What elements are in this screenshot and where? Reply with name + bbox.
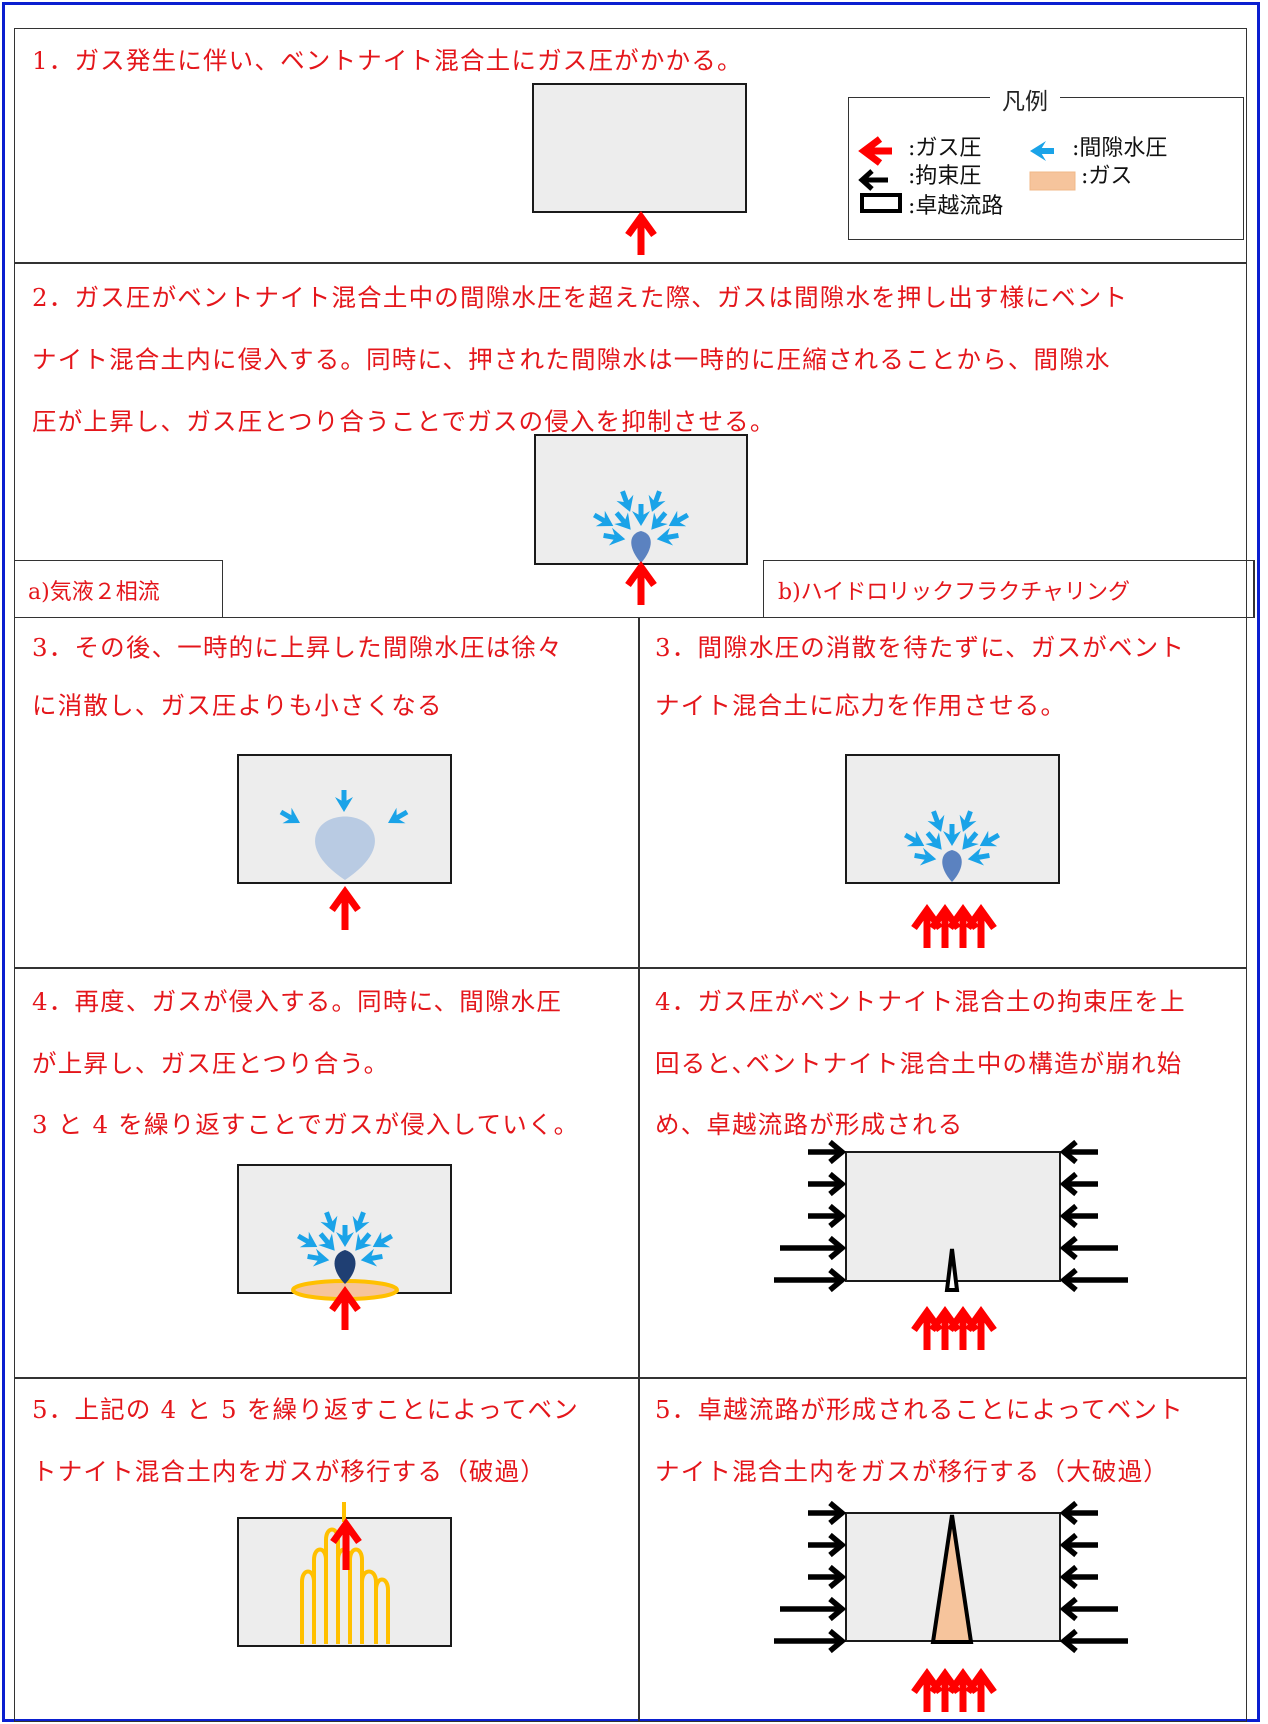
label-a: a)気液２相流 (28, 580, 160, 605)
step5-right-gas-arrows-icon (914, 1674, 994, 1712)
step1-cell (14, 28, 1247, 264)
step4-right-confining-arrows-left-icon (774, 1142, 842, 1290)
legend-pore-pressure-label: :間隙水圧 (1072, 136, 1168, 161)
step4-right-line-1: 4．ガス圧がベントナイト混合土の拘束圧を上 (655, 987, 1186, 1016)
step4-left-bubble-icon (334, 1250, 356, 1284)
step4-left-line-2: が上昇し、ガス圧とつり合う。 (32, 1049, 390, 1078)
step4-left-line-3: 3 と 4 を繰り返すことでガスが侵入していく。 (32, 1110, 580, 1139)
step5-left-gas-arrow-icon (330, 1518, 362, 1570)
step3-right-cell (638, 617, 1247, 969)
step2-line-3: 圧が上昇し、ガス圧とつり合うことでガスの侵入を抑制させる。 (32, 407, 776, 436)
step4-right-line-2: 回ると､ベントナイト混合土中の構造が崩れ始 (655, 1049, 1183, 1078)
legend-gas-pressure-label: :ガス圧 (908, 136, 982, 161)
step5-right-path-icon (930, 1514, 974, 1644)
step3-left-gas-arrow-icon (332, 892, 358, 930)
step5-right-line-2: ナイト混合土内をガスが移行する（大破過） (655, 1457, 1169, 1486)
step3-left-line-1: 3．その後、一時的に上昇した間隙水圧は徐々 (32, 633, 563, 662)
step5-right-confining-arrows-left-icon (774, 1503, 842, 1651)
step3-right-line-1: 3．間隙水圧の消散を待たずに、ガスがベント (655, 633, 1186, 662)
step5-left-line-2: トナイト混合土内をガスが移行する（破過） (32, 1457, 546, 1486)
label-b: b)ハイドロリックフラクチャリング (778, 580, 1131, 605)
step4-right-line-3: め、卓越流路が形成される (655, 1110, 964, 1139)
legend-pore-arrow-icon (1030, 141, 1054, 161)
step3-left-bubble-icon (315, 816, 375, 880)
step3-right-gas-arrows-icon (914, 910, 994, 948)
step2-line-1: 2．ガス圧がベントナイト混合土中の間隙水圧を超えた際、ガスは間隙水を押し出す様に… (32, 283, 1129, 312)
step5-left-line-1: 5．上記の 4 と 5 を繰り返すことによってベン (32, 1395, 579, 1424)
step2-gas-bubble-icon (631, 531, 651, 563)
step3-right-line-2: ナイト混合土に応力を作用させる。 (655, 691, 1067, 720)
legend-gas-arrow-icon (858, 136, 892, 166)
legend-path-label: :卓越流路 (908, 194, 1004, 219)
step1-text: 1．ガス発生に伴い、ベントナイト混合土にガス圧がかかる。 (32, 46, 743, 75)
legend-gas-label: :ガス (1081, 164, 1133, 189)
step4-left-cell (14, 967, 640, 1379)
step1-gas-arrow-icon (628, 217, 654, 255)
step3-left-line-2: に消散し、ガス圧よりも小さくなる (32, 691, 443, 720)
legend-confining-pressure-label: :拘束圧 (908, 164, 982, 189)
step4-right-confining-arrows-right-icon (1064, 1142, 1128, 1290)
step3-right-bubble-icon (942, 850, 962, 882)
step5-right-confining-arrows-right-icon (1064, 1503, 1128, 1651)
step4-right-cell (638, 967, 1247, 1379)
step2-line-2: ナイト混合土内に侵入する。同時に、押された間隙水は一時的に圧縮されることから、間… (32, 345, 1111, 374)
step4-left-line-1: 4．再度、ガスが侵入する。同時に、間隙水圧 (32, 987, 563, 1016)
legend-confining-arrow-icon (858, 169, 888, 191)
step5-left-cell (14, 1377, 640, 1722)
legend-title: 凡例 (990, 82, 1060, 116)
step5-right-line-1: 5．卓越流路が形成されることによってベント (655, 1395, 1184, 1424)
legend-gas-swatch-icon (1029, 171, 1076, 191)
label-b-box-right-edge (1253, 560, 1255, 618)
step2-gas-arrow-icon (628, 567, 654, 605)
step4-right-path-icon (944, 1248, 960, 1292)
step4-right-gas-arrows-icon (914, 1312, 994, 1350)
legend-path-icon (860, 193, 902, 213)
step5-right-cell (638, 1377, 1247, 1722)
step3-left-cell (14, 617, 640, 969)
soil-block-step1 (532, 83, 747, 213)
